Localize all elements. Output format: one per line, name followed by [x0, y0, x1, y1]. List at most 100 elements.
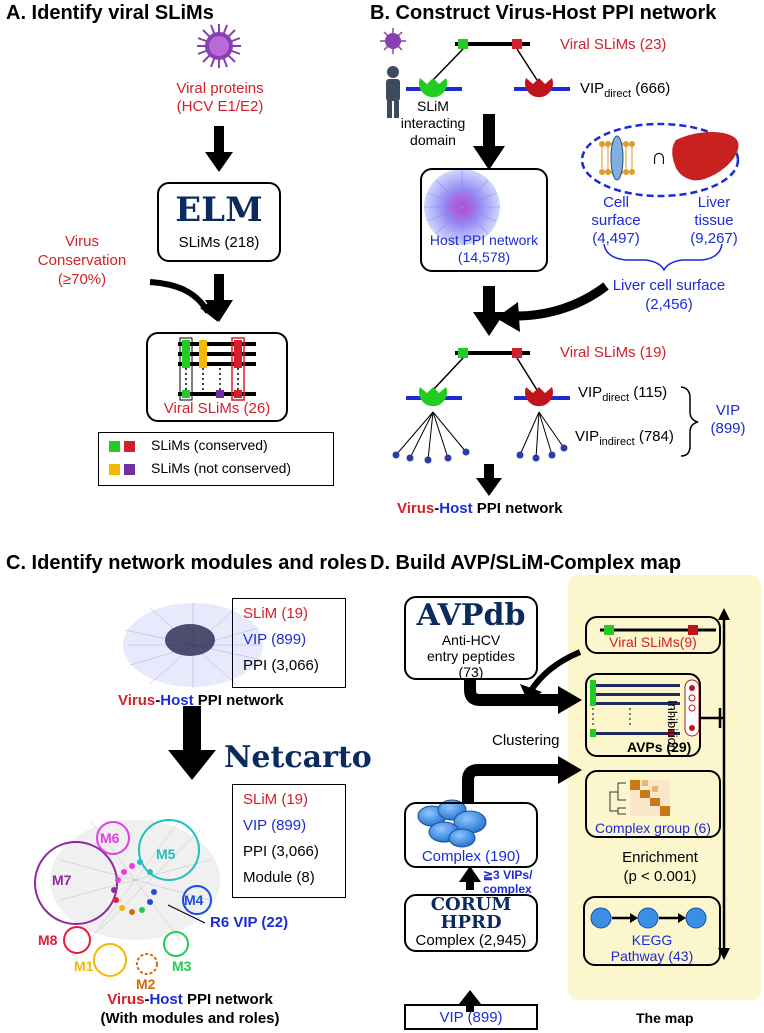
legend-conserved-label: SLiMs (conserved): [151, 437, 268, 453]
viral-slims-box-d: Viral SLiMs(9): [585, 616, 721, 654]
elm-logo: ELM: [175, 190, 263, 230]
module-m1: M1: [74, 958, 94, 974]
alignment-graphic: [178, 337, 256, 401]
host-ppi-network-label: Host PPI network (14,578): [422, 232, 546, 266]
legend-not-conserved-label: SLiMs (not conserved): [151, 460, 292, 476]
host-line1: Host PPI network: [429, 232, 539, 248]
vip-line2: (899): [710, 420, 746, 437]
avpdb-line1: Anti-HCV: [441, 632, 501, 648]
kegg-line2: Pathway (43): [610, 948, 694, 964]
liver-line2: tissue: [694, 212, 734, 229]
human-icon: [386, 66, 400, 118]
complex-190-label: Complex (190): [421, 848, 521, 865]
vip-899-box: VIP (899): [404, 1004, 538, 1030]
with-modules-roles: (With modules and roles): [100, 1010, 280, 1027]
legend-red-swatch: [124, 441, 135, 452]
legend-purple-swatch: [124, 464, 135, 475]
complex-blobs: [417, 799, 487, 848]
stats-box-1: SLiM (19) VIP (899) PPI (3,066): [232, 598, 346, 688]
enrich-line2: (p < 0.001): [623, 868, 697, 885]
lcs-line2: (2,456): [645, 296, 693, 313]
module-m6: M6: [100, 830, 120, 846]
virus-conservation-label: Virus Conservation (≥70%): [30, 232, 134, 289]
cell-surface-label: Cell surface (4,497): [584, 194, 648, 248]
module-m2: M2: [136, 976, 156, 992]
liver-icon: [672, 131, 739, 181]
corum-logo: CORUM: [430, 894, 512, 915]
module-m8: M8: [38, 932, 58, 948]
vips-per-complex-label: ≧3 VIPs/ complex: [483, 868, 532, 896]
liver-line1: Liver: [697, 194, 731, 211]
viral-slims-9-label: Viral SLiMs(9): [609, 634, 697, 650]
domain-line3: domain: [410, 132, 456, 148]
host-ppi-network-box: Host PPI network (14,578): [420, 168, 548, 272]
viral-proteins-line2: (HCV E1/E2): [176, 98, 264, 115]
stats1-slim: SLiM (19): [243, 605, 309, 622]
viral-slims-count-a: Viral SLiMs (26): [163, 400, 271, 417]
cell-line1: Cell: [603, 194, 629, 211]
virus-icon-b: [380, 28, 406, 54]
stats1-ppi: PPI (3,066): [243, 657, 319, 674]
vips-complex-line1: ≧3 VIPs/: [483, 868, 533, 882]
virus-icon-a: [197, 24, 241, 68]
cell-line3: (4,497): [592, 230, 640, 247]
viral-proteins-label: Viral proteins (HCV E1/E2): [168, 80, 272, 116]
module-m4: M4: [184, 892, 204, 908]
enrich-line1: Enrichment: [622, 849, 698, 866]
viral-slims-19-label: Viral SLiMs (19): [560, 344, 667, 361]
lcs-line1: Liver cell surface: [612, 277, 726, 294]
domain-line1: SLiM: [417, 98, 449, 114]
avpdb-desc: Anti-HCV entry peptides (73): [406, 632, 536, 680]
complex-box: Complex (190): [404, 802, 538, 868]
host-network-graphic: [424, 169, 500, 245]
enrichment-label: Enrichment (p < 0.001): [600, 848, 720, 886]
viral-slims-box: Viral SLiMs (26): [146, 332, 288, 422]
stats1-vip: VIP (899): [243, 631, 307, 648]
stats-box-2: SLiM (19) VIP (899) PPI (3,066) Module (…: [232, 784, 346, 898]
network-graphic-c: [123, 603, 263, 688]
complex-2945-label: Complex (2,945): [415, 932, 527, 949]
kegg-label: KEGG Pathway (43): [585, 932, 719, 964]
stats2-vip: VIP (899): [243, 817, 307, 834]
vips-complex-line2: complex: [483, 882, 532, 896]
clustering-label: Clustering: [492, 732, 560, 749]
stats2-ppi: PPI (3,066): [243, 843, 319, 860]
virus-host-ppi-network-label-c1: Virus-Host PPI network: [118, 692, 284, 709]
legend-yellow-swatch: [109, 464, 120, 475]
elm-slims-count: SLiMs (218): [178, 234, 260, 251]
netcarto-logo: Netcarto: [224, 740, 372, 775]
panel-a-title: A. Identify viral SLiMs: [6, 2, 214, 24]
avps-graphic: [590, 679, 700, 737]
module-m3: M3: [172, 958, 192, 974]
legend-green-swatch: [109, 441, 120, 452]
vip-899-label: VIP (899): [700, 402, 756, 438]
elm-box: ELM SLiMs (218): [157, 182, 281, 262]
cons-line3: (≥70%): [57, 271, 107, 288]
corum-hprd-box: CORUM HPRD Complex (2,945): [404, 894, 538, 952]
vip-line1: VIP: [715, 402, 741, 419]
stats2-module: Module (8): [243, 869, 315, 886]
virus-host-ppi-network-label-c2: Virus-Host PPI network (With modules and…: [40, 990, 340, 1028]
complex-heatmap: [609, 780, 670, 816]
avpdb-line3: (73): [458, 664, 484, 680]
kegg-line1: KEGG: [631, 932, 673, 948]
hprd-logo: HPRD: [440, 912, 502, 933]
host-line2: (14,578): [457, 249, 511, 265]
arrow-a1: [205, 126, 233, 172]
vip-direct-115-label: VIPdirect (115): [578, 384, 668, 404]
slim-interacting-domain-label: SLiM interacting domain: [396, 98, 470, 149]
panel-d-title: D. Build AVP/SLiM-Complex map: [370, 552, 682, 574]
cell-line2: surface: [591, 212, 641, 229]
liver-cell-surface-label: Liver cell surface (2,456): [604, 276, 734, 314]
cons-line1: Virus: [65, 233, 99, 250]
r6-vip-label: R6 VIP (22): [210, 914, 289, 931]
avpdb-line2: entry peptides: [427, 648, 515, 664]
virus-host-ppi-network-label-b: Virus-Host PPI network: [397, 500, 563, 517]
module-m5: M5: [156, 846, 176, 862]
inhibition-label: Inhibition: [665, 700, 680, 753]
viral-proteins-line1: Viral proteins: [176, 80, 264, 97]
intersect-symbol: ∩: [651, 144, 667, 169]
module-m7: M7: [52, 872, 72, 888]
legend-box: SLiMs (conserved) SLiMs (not conserved): [98, 432, 334, 486]
